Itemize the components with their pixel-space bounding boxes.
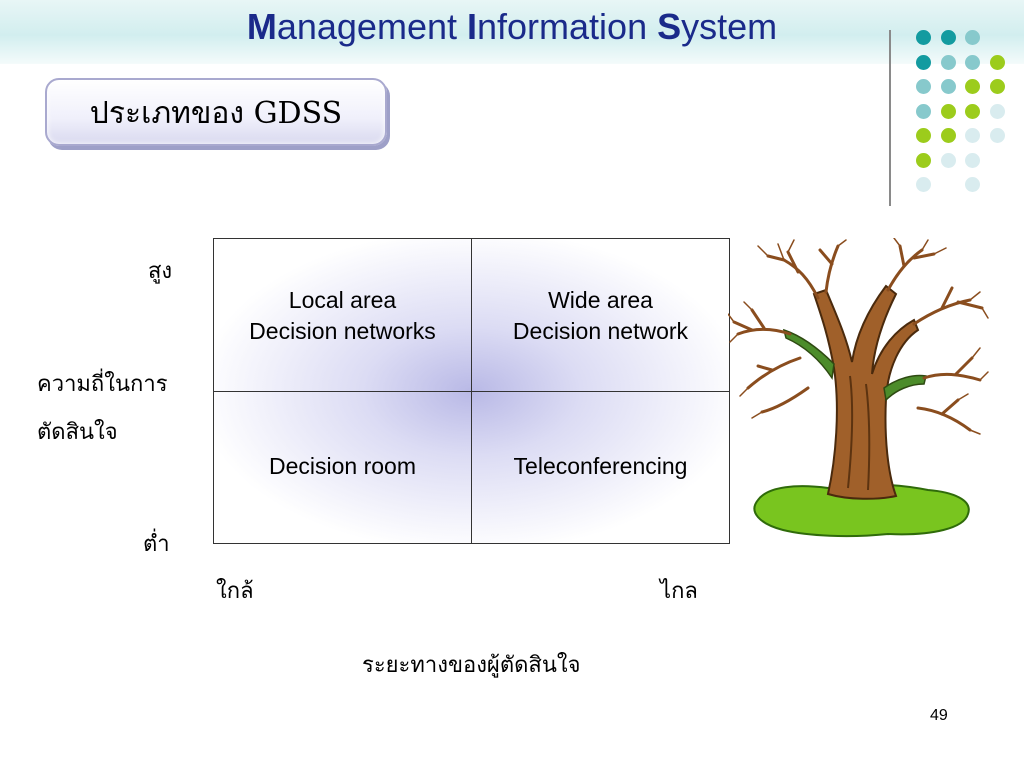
- x-axis-far-label: ไกล: [660, 579, 698, 604]
- cell-label-line1: Decision room: [269, 453, 416, 479]
- matrix-cell-wide-area: Wide area Decision network: [472, 239, 729, 392]
- header-band: [0, 0, 1024, 64]
- decor-dot: [965, 128, 980, 143]
- decor-dot: [989, 79, 1005, 94]
- header-title: Management Information System: [0, 6, 1024, 48]
- header-title-rest-1: anagement: [276, 6, 467, 47]
- decor-dot: [965, 177, 980, 192]
- slide-title: ประเภทของ GDSS: [89, 96, 343, 131]
- decor-dot: [916, 177, 931, 192]
- x-axis-title: ระยะทางของผู้ตัดสินใจ: [362, 653, 581, 678]
- cell-label-line1: Teleconferencing: [513, 453, 688, 479]
- decor-dot: [916, 103, 931, 119]
- decor-dot: [916, 152, 931, 168]
- header-title-cap-2: I: [467, 6, 478, 47]
- y-axis-title-line1: ความถี่ในการ: [37, 372, 168, 397]
- header-title-rest-2: nformation: [477, 6, 658, 47]
- gdss-matrix: Local area Decision networks Wide area D…: [213, 238, 730, 544]
- decor-dot: [989, 128, 1005, 143]
- y-axis-low-label: ต่ำ: [143, 532, 170, 557]
- header-title-rest-3: ystem: [681, 6, 778, 47]
- tree-icon: [728, 238, 989, 538]
- matrix-cell-decision-room: Decision room: [214, 392, 472, 543]
- decor-dot: [965, 54, 980, 70]
- decor-dot: [940, 128, 956, 143]
- cell-label-line2: Decision networks: [249, 318, 436, 344]
- y-axis-high-label: สูง: [148, 259, 173, 284]
- header-title-cap-1: M: [246, 6, 277, 47]
- decor-dot: [940, 103, 956, 119]
- decor-dot: [916, 30, 931, 45]
- slide-title-box: ประเภทของ GDSS: [45, 78, 387, 146]
- decor-dot: [965, 103, 980, 119]
- decor-dot: [940, 79, 956, 94]
- cell-label-line2: Decision network: [512, 318, 689, 344]
- page-number: 49: [930, 707, 948, 724]
- decor-dot: [940, 30, 956, 45]
- y-axis-title-line2: ตัดสินใจ: [37, 420, 118, 445]
- matrix-cell-local-area: Local area Decision networks: [214, 239, 472, 392]
- decor-dot: [916, 128, 931, 143]
- cell-label-line1: Wide area: [548, 287, 653, 313]
- x-axis-near-label: ใกล้: [216, 579, 254, 604]
- decor-dot: [916, 79, 931, 94]
- decor-dot: [965, 79, 980, 94]
- header-title-cap-3: S: [657, 6, 682, 47]
- decor-dot: [965, 152, 980, 168]
- decor-dot: [989, 103, 1005, 119]
- matrix-cell-teleconferencing: Teleconferencing: [472, 392, 729, 543]
- vertical-divider: [889, 30, 891, 206]
- decor-dot: [965, 30, 980, 45]
- decor-dot: [989, 54, 1005, 70]
- cell-label-line1: Local area: [288, 287, 397, 313]
- decor-dot: [940, 54, 956, 70]
- decor-dot: [916, 54, 931, 70]
- decor-dot: [940, 152, 956, 168]
